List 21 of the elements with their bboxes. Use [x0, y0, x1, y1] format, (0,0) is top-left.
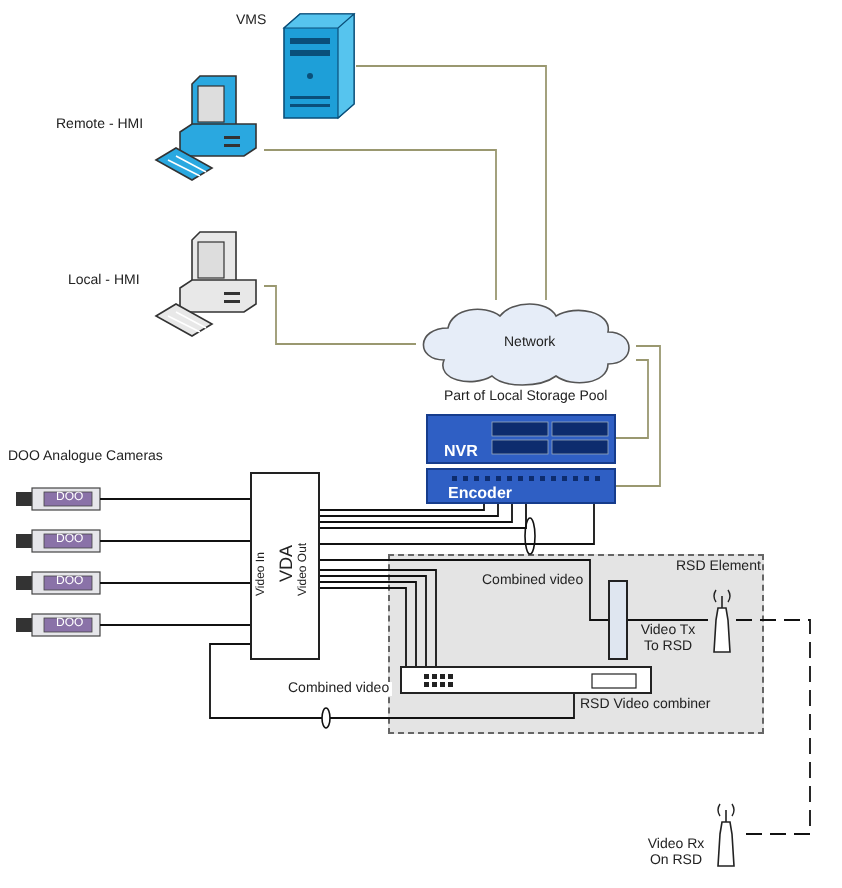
device-label: Encoder	[448, 484, 513, 503]
cable-line	[99, 540, 251, 542]
cable-line	[319, 503, 595, 545]
network-link	[615, 345, 661, 487]
network-link	[355, 65, 547, 301]
cable-line	[319, 503, 527, 529]
network-link	[263, 285, 417, 345]
device-label: VDA	[276, 544, 297, 582]
cable-line	[99, 582, 251, 584]
device-label: NVR	[444, 442, 478, 461]
cable-line	[319, 559, 609, 621]
cable-line	[627, 619, 709, 621]
cable-line	[319, 503, 485, 511]
cable-line	[99, 624, 251, 626]
cable-line	[319, 503, 513, 523]
cable-line	[99, 498, 251, 500]
cable-line	[319, 503, 499, 517]
network-link	[615, 359, 649, 439]
cable-line	[209, 643, 575, 719]
wireless-link	[735, 619, 811, 835]
network-link	[263, 149, 497, 301]
